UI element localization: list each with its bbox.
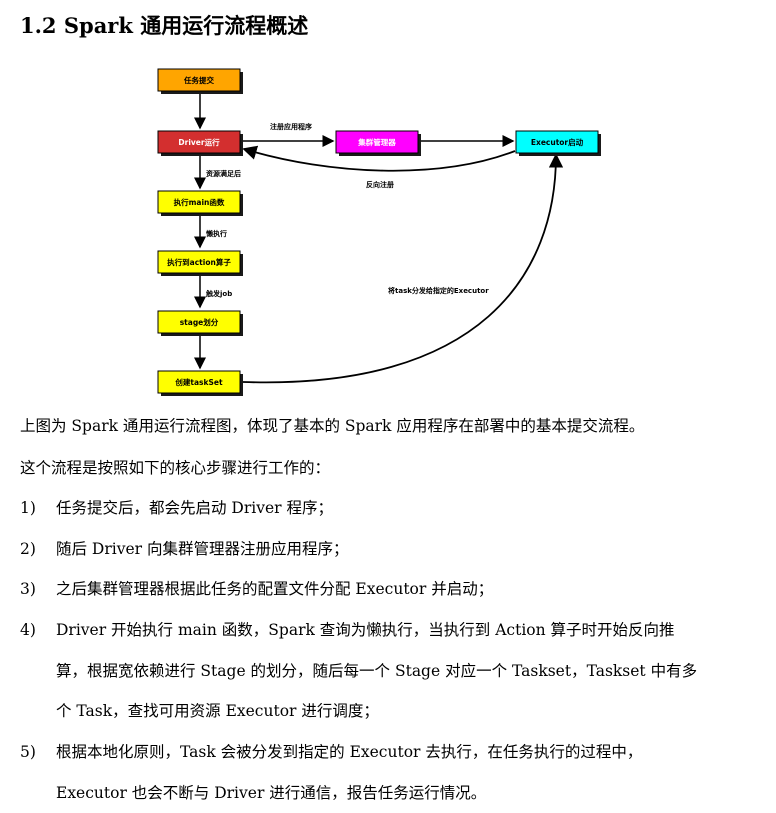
node-taskset-label: 创建taskSet — [174, 377, 223, 387]
list-item-line: 随后 Driver 向集群管理器注册应用程序； — [56, 529, 768, 570]
list-item-number: 1) — [20, 488, 50, 529]
list-item-number: 3) — [20, 569, 50, 610]
list-item-text: 随后 Driver 向集群管理器注册应用程序； — [56, 529, 768, 570]
node-cluster: 集群管理器 — [336, 131, 421, 156]
list-item-line: 个 Task，查找可用资源 Executor 进行调度； — [56, 691, 768, 732]
node-main-label: 执行main函数 — [174, 197, 225, 207]
section-heading: 1.2 Spark 通用运行流程概述 — [20, 10, 308, 40]
label-dispatch: 将task分发给指定的Executor — [388, 286, 489, 295]
node-driver-label: Driver运行 — [178, 137, 220, 147]
label-register: 注册应用程序 — [270, 122, 312, 131]
node-driver: Driver运行 — [158, 131, 243, 156]
list-item-text: Driver 开始执行 main 函数，Spark 查询为懒执行，当执行到 Ac… — [56, 610, 768, 732]
label-trigger-job: 触发job — [205, 289, 232, 298]
node-cluster-label: 集群管理器 — [357, 137, 396, 147]
list-item-line: Driver 开始执行 main 函数，Spark 查询为懒执行，当执行到 Ac… — [56, 610, 768, 651]
list-item-line: 算，根据宽依赖进行 Stage 的划分，随后每一个 Stage 对应一个 Tas… — [56, 651, 768, 692]
label-lazy: 懒执行 — [206, 229, 227, 238]
node-action: 执行到action算子 — [158, 251, 243, 276]
list-item-text: 根据本地化原则，Task 会被分发到指定的 Executor 去执行，在任务执行… — [56, 732, 768, 813]
node-executor: Executor启动 — [516, 131, 601, 156]
node-action-label: 执行到action算子 — [167, 257, 231, 267]
list-item-number: 4) — [20, 610, 50, 651]
paragraph-steps-intro: 这个流程是按照如下的核心步骤进行工作的： — [20, 456, 330, 478]
list-item-number: 5) — [20, 732, 50, 773]
label-reverse-register: 反向注册 — [366, 180, 394, 189]
list-item-number: 2) — [20, 529, 50, 570]
edge-dispatch — [243, 155, 556, 382]
list-item-text: 之后集群管理器根据此任务的配置文件分配 Executor 并启动； — [56, 569, 768, 610]
node-taskset: 创建taskSet — [158, 371, 243, 396]
node-stage: stage划分 — [158, 311, 243, 336]
node-submit: 任务提交 — [158, 69, 243, 94]
spark-flow-diagram: 注册应用程序 反向注册 资源满足后 懒执行 触发job 将task分发给指定的E… — [0, 55, 776, 400]
node-main: 执行main函数 — [158, 191, 243, 216]
list-item-line: Executor 也会不断与 Driver 进行通信，报告任务运行情况。 — [56, 773, 768, 813]
list-item-line: 任务提交后，都会先启动 Driver 程序； — [56, 488, 768, 529]
list-item-line: 之后集群管理器根据此任务的配置文件分配 Executor 并启动； — [56, 569, 768, 610]
list-item-line: 根据本地化原则，Task 会被分发到指定的 Executor 去执行，在任务执行… — [56, 732, 768, 773]
node-executor-label: Executor启动 — [531, 137, 584, 147]
label-resources: 资源满足后 — [206, 169, 241, 178]
node-stage-label: stage划分 — [180, 317, 219, 327]
node-submit-label: 任务提交 — [183, 75, 214, 85]
paragraph-intro: 上图为 Spark 通用运行流程图，体现了基本的 Spark 应用程序在部署中的… — [20, 414, 644, 436]
list-item-text: 任务提交后，都会先启动 Driver 程序； — [56, 488, 768, 529]
